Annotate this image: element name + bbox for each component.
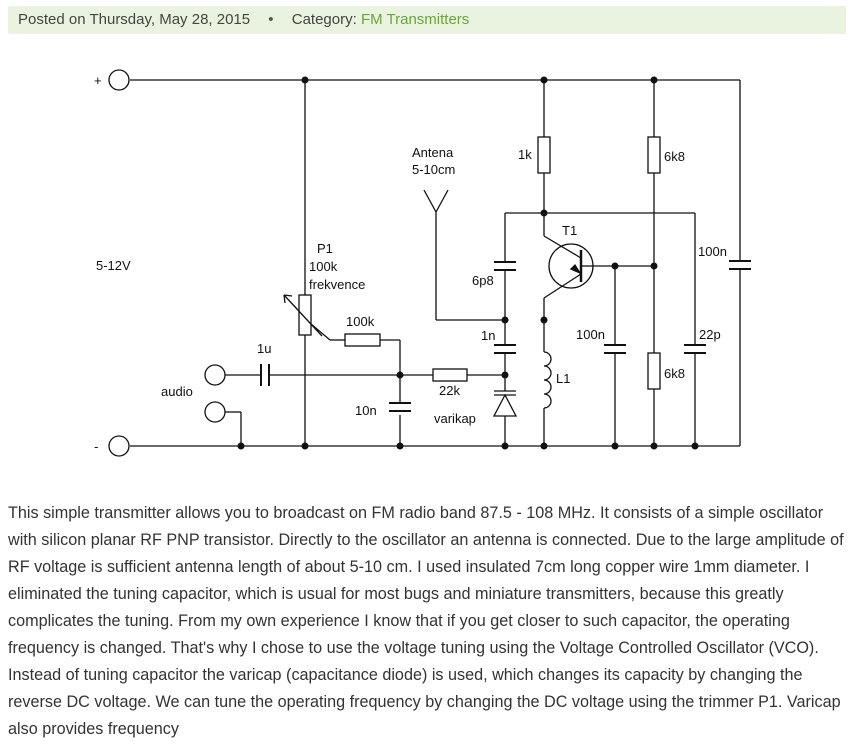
label-c-10n: 10n [355,403,377,418]
label-minus: - [94,439,98,454]
label-r-1k: 1k [518,147,532,162]
label-antenna-name: Antena [412,145,454,160]
label-c-100n-mid: 100n [576,327,605,342]
label-c-1n: 1n [481,328,495,343]
transistor-t1 [543,235,594,299]
meta-separator: • [268,11,274,28]
schematic-wires [130,79,741,447]
label-r-22k: 22k [439,383,460,398]
post-meta-bar: Posted on Thursday, May 28, 2015 • Categ… [8,6,846,34]
pot-arrow [283,294,331,341]
resistors [298,136,661,390]
label-r-6k8-top: 6k8 [664,149,685,164]
label-c-100n-right: 100n [698,244,727,259]
antenna-symbol [423,189,449,213]
label-antenna-length: 5-10cm [412,162,455,177]
label-supply: 5-12V [96,258,131,273]
label-c-1u: 1u [257,341,271,356]
junction-dots [237,76,699,450]
posted-prefix: Posted on [18,11,86,28]
label-plus: + [94,73,102,88]
post-date: Thursday, May 28, 2015 [89,11,251,28]
circuit-schematic: + - 5-12V Antena 5-10cm 1k 6k8 6k8 T1 6p… [94,69,751,457]
label-r-100k: 100k [346,314,375,329]
label-varicap: varikap [434,411,476,426]
label-t1: T1 [562,223,577,238]
inductor-l1 [543,351,552,409]
label-p1: P1 [317,241,333,256]
category-link[interactable]: FM Transmitters [360,11,470,28]
label-l1: L1 [556,371,570,386]
label-r-6k8-bottom: 6k8 [664,366,685,381]
varicap-diode [492,390,518,417]
article-paragraph: This simple transmitter allows you to br… [8,504,844,738]
category-label: Category: [291,11,357,28]
terminals [108,69,226,457]
capacitors [260,260,751,412]
label-p1-value: 100k [309,259,338,274]
label-c-22p: 22p [699,327,721,342]
label-c-6p8: 6p8 [472,273,494,288]
label-audio: audio [161,384,193,399]
label-p1-name: frekvence [309,277,365,292]
